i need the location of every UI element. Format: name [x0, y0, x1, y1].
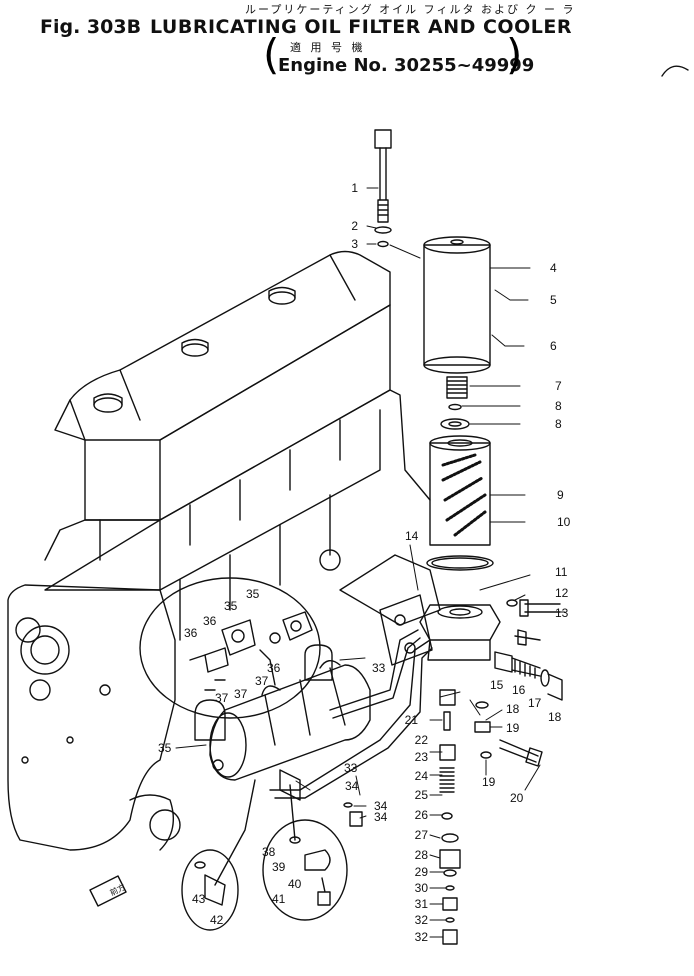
callout-19: 30	[415, 881, 429, 895]
callout-33b: 35	[224, 599, 238, 613]
callout-33: 33	[372, 661, 386, 675]
callout-3: 18	[506, 702, 520, 716]
callout-28: 5	[550, 293, 557, 307]
callout-42: 42	[210, 913, 224, 927]
callout-35c: 39	[272, 860, 286, 874]
callout-37: 36	[203, 614, 217, 628]
callout-38: 35	[158, 741, 172, 755]
applicability-label: 適 用 号 機	[290, 41, 366, 54]
detail-circles	[139, 577, 348, 931]
callout-8: 3	[351, 237, 358, 251]
callout-34: 35	[246, 587, 260, 601]
callout-1: 11	[555, 565, 568, 579]
callout-36: 36	[184, 626, 198, 640]
paren-right: )	[506, 30, 523, 79]
callout-7: 8	[555, 417, 562, 431]
callout-32: 12	[555, 586, 569, 600]
leader-lines	[175, 187, 566, 938]
callout-41: 34	[374, 799, 388, 813]
callout-14: 16	[512, 683, 526, 697]
callout-36c: 41	[272, 892, 286, 906]
callout-23: 23	[415, 750, 429, 764]
engine-block	[7, 250, 441, 851]
callout-labels: 1 2 3 4 5 6 7 8 8 9 10 11 12 13 14 15 16…	[108, 181, 571, 944]
callout-5: 1	[351, 181, 358, 195]
callout-18b: 32	[415, 930, 429, 944]
engine-range: Engine No. 30255~49999	[278, 55, 535, 76]
callout-2: 19	[506, 721, 520, 735]
callout-29: 14	[405, 529, 419, 543]
callout-12: 18	[548, 710, 562, 724]
oil-filter-assembly	[374, 129, 563, 945]
callout-39: 34	[345, 779, 359, 793]
figure-title: LUBRICATING OIL FILTER AND COOLER	[150, 16, 572, 38]
callout-10: 10	[557, 515, 571, 529]
callout-43: 43	[192, 892, 206, 906]
callout-9: 2	[351, 219, 358, 233]
callout-4: 4	[550, 261, 557, 275]
callout-26: 22	[415, 733, 429, 747]
callout-35: 33	[344, 761, 358, 775]
callout-25: 25	[415, 788, 429, 802]
callout-6: 7	[555, 379, 562, 393]
callout-31: 20	[510, 791, 524, 805]
callout-37b: 37	[234, 687, 248, 701]
callout-19b: 32	[415, 913, 429, 927]
direction-label: 前方	[108, 882, 127, 898]
callout-20: 29	[415, 865, 429, 879]
callout-34b: 36	[267, 661, 281, 675]
callout-37c: 40	[288, 877, 302, 891]
callout-30: 13	[555, 606, 569, 620]
callout-11: 9	[557, 488, 564, 502]
callout-24: 26	[415, 808, 429, 822]
callout-17: 28	[415, 848, 429, 862]
callout-32b: 19	[482, 775, 496, 789]
callout-40: 34	[374, 810, 388, 824]
paren-left: (	[263, 30, 280, 79]
figure-number: Fig. 303B	[40, 16, 142, 38]
callout-13: 15	[490, 678, 504, 692]
corner-mark	[661, 65, 689, 77]
oil-cooler	[194, 629, 433, 886]
title-kana: ループリケーティング オイル フィルタ および ク ー ラ	[245, 3, 576, 16]
callout-15: 17	[528, 696, 542, 710]
callout-34c: 38	[262, 845, 276, 859]
callout-18: 31	[415, 897, 429, 911]
callout-36b: 37	[215, 691, 229, 705]
forward-arrow-icon	[89, 875, 127, 907]
callout-16: 21	[405, 713, 419, 727]
callout-35b: 37	[255, 674, 269, 688]
callout-21: 27	[415, 828, 429, 842]
callout-22: 24	[415, 769, 429, 783]
callout-27: 6	[550, 339, 557, 353]
callout-8b: 8	[555, 399, 562, 413]
